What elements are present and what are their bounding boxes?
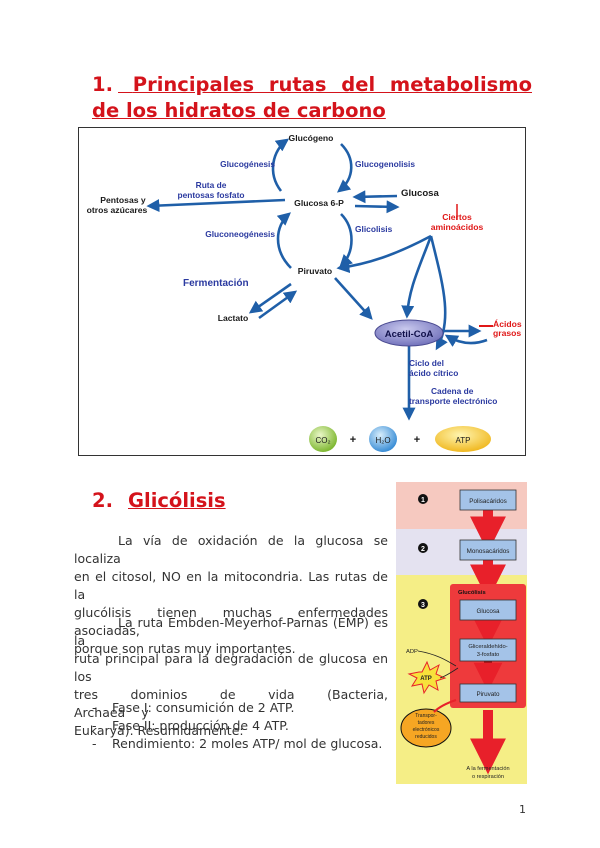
section-2-number: 2. [92, 489, 113, 512]
bullet-item: -Rendimiento: 2 moles ATP/ mol de glucos… [92, 736, 383, 751]
co2-circle [309, 426, 337, 452]
section-2-title: Glicólisis [128, 489, 226, 512]
glucosa6p-label: Glucosa 6-P [294, 198, 344, 208]
paragraph-1-line: glucólisis tienen muchas enfermedades as… [74, 605, 388, 638]
step-2-circle [418, 543, 428, 553]
arrow-fermentation-down [248, 282, 292, 314]
acidos-label-1: Ácidos [493, 319, 522, 329]
glucogenolisis-label: Glucogenolisis [355, 159, 415, 169]
arrow-gluconeogenesis [276, 212, 292, 269]
arrow-to-acetilcoa [334, 277, 373, 320]
svg-text:reducidos: reducidos [415, 734, 437, 740]
arrow-aminoacid-down [429, 235, 448, 351]
acetilcoa-label: Acetil-CoA [385, 329, 434, 340]
piruvato-label: Piruvato [298, 266, 332, 276]
paragraph-2: La ruta Embden-Meyerhof-Parnas (EMP) es … [74, 614, 388, 740]
box-piruvato [459, 683, 517, 703]
svg-text:o respiración: o respiración [472, 774, 504, 780]
svg-text:1: 1 [421, 497, 425, 504]
paragraph-1: La vía de oxidación de la glucosa se loc… [74, 532, 388, 658]
section-1-number: 1. [92, 73, 113, 96]
arrow-to-glucosa6p [352, 190, 398, 204]
acetilcoa-oval [374, 319, 444, 347]
pentosas-label-1: Pentosas y [100, 195, 146, 205]
lactato-label: Lactato [218, 313, 249, 323]
paragraph-1-line: porque son rutas muy importantes. [74, 641, 296, 656]
plus-2: + [414, 434, 420, 446]
cadena-label-1: Cadena de [431, 386, 474, 396]
transportadores-oval [400, 708, 452, 748]
glycolysis-figure: 1 2 3 Polisacáridos Monosacáridos Glucól… [396, 482, 527, 784]
cadena-label-2: transporte electrónico [409, 396, 497, 406]
paragraph-2-line: tres dominios de vida (Bacteria, Archaea… [74, 687, 388, 720]
svg-text:Gliceraldehído-: Gliceraldehído- [468, 644, 507, 650]
arrow-aminoacid-to-piruvato [336, 234, 432, 274]
fermentacion-label: Fermentación [183, 278, 249, 289]
svg-text:Piruvato: Piruvato [476, 691, 500, 698]
gluconeogenesis-label: Gluconeogénesis [205, 229, 275, 239]
box-monosacaridos [459, 539, 517, 561]
box-gliceraldehido [459, 638, 517, 662]
ciertos-label-2: aminoácidos [431, 222, 484, 232]
arrow-glucogenolisis [336, 143, 353, 193]
ciclo-label-1: Ciclo del [409, 358, 444, 368]
paragraph-2-line: La ruta Embden-Meyerhof-Parnas (EMP) es … [74, 615, 388, 648]
bullet-item: -Fase I: consumición de 2 ATP. [92, 700, 295, 715]
arrow-glicolisis [339, 213, 353, 268]
step-3-circle [418, 599, 428, 609]
box-polisacaridos [459, 489, 517, 511]
svg-text:2: 2 [421, 546, 425, 553]
svg-text:Glucosa: Glucosa [476, 608, 500, 615]
svg-text:Monosacáridos: Monosacáridos [467, 548, 510, 555]
arrow-glucogenesis [271, 138, 290, 192]
step-1-circle [418, 494, 428, 504]
glucosa-label: Glucosa [401, 188, 440, 199]
glucogeno-label: Glucógeno [289, 133, 334, 143]
bullet-item: -Fase II: producción de 4 ATP. [92, 718, 289, 733]
svg-text:A la fermentación: A la fermentación [466, 766, 509, 772]
section-1-heading: 1. Principales rutas del metabolismo de … [92, 72, 532, 124]
ciertos-label-1: Ciertos [442, 212, 472, 222]
arrow-from-acidos [444, 334, 488, 347]
section-1-title: Principales rutas del metabolismo de los… [92, 73, 532, 122]
h2o-circle [369, 426, 397, 452]
svg-text:3: 3 [421, 602, 425, 609]
page-number: 1 [519, 803, 526, 816]
acidos-label-2: grasos [493, 328, 521, 338]
carbohydrate-metabolism-diagram: Glucógeno Glucosa 6-P Glucosa Piruvato L… [78, 127, 526, 456]
paragraph-2-line: Eukarya). Resumidamente: [74, 723, 244, 738]
glicolisis-label: Glicolisis [355, 224, 393, 234]
pentosas-label-2: otros azúcares [87, 205, 148, 215]
svg-text:ATP: ATP [420, 676, 432, 682]
svg-text:Transpor-: Transpor- [415, 713, 437, 719]
paragraph-1-line: en el citosol, NO en la mitocondria. Las… [74, 569, 388, 602]
svg-text:Glucólisis: Glucólisis [458, 590, 486, 596]
co2-label: CO₂ [315, 436, 330, 445]
paragraph-2-line: ruta principal para la degradación de gl… [74, 651, 388, 684]
svg-text:electrónicos: electrónicos [413, 727, 440, 733]
box-glucosa [459, 599, 517, 621]
plus-1: + [350, 434, 356, 446]
arrow-fermentation-up [258, 290, 298, 320]
arrow-pentosas [146, 198, 286, 213]
svg-text:ADP: ADP [406, 649, 418, 655]
adp-arrow [417, 650, 457, 667]
atp-label: ATP [456, 436, 471, 445]
section-2-heading: 2. Glicólisis [92, 489, 226, 512]
ciclo-label-2: ácido cítrico [409, 368, 458, 378]
ruta-pentosas-label-1: Ruta de [196, 180, 227, 190]
ruta-pentosas-label-2: pentosas fosfato [177, 190, 244, 200]
arrow-aminoacid-to-acetilcoa [401, 235, 433, 319]
atp-oval [435, 426, 491, 452]
atp-burst [407, 660, 447, 695]
arrow-from-glucosa6p [354, 200, 400, 214]
svg-text:3-fosfato: 3-fosfato [477, 652, 500, 658]
glucogenesis-label: Glucogénesis [220, 159, 275, 169]
h2o-label: H₂O [375, 436, 390, 445]
svg-text:Polisacáridos: Polisacáridos [469, 498, 506, 505]
paragraph-1-line: La vía de oxidación de la glucosa se loc… [74, 533, 388, 566]
svg-text:tadores: tadores [418, 720, 435, 726]
